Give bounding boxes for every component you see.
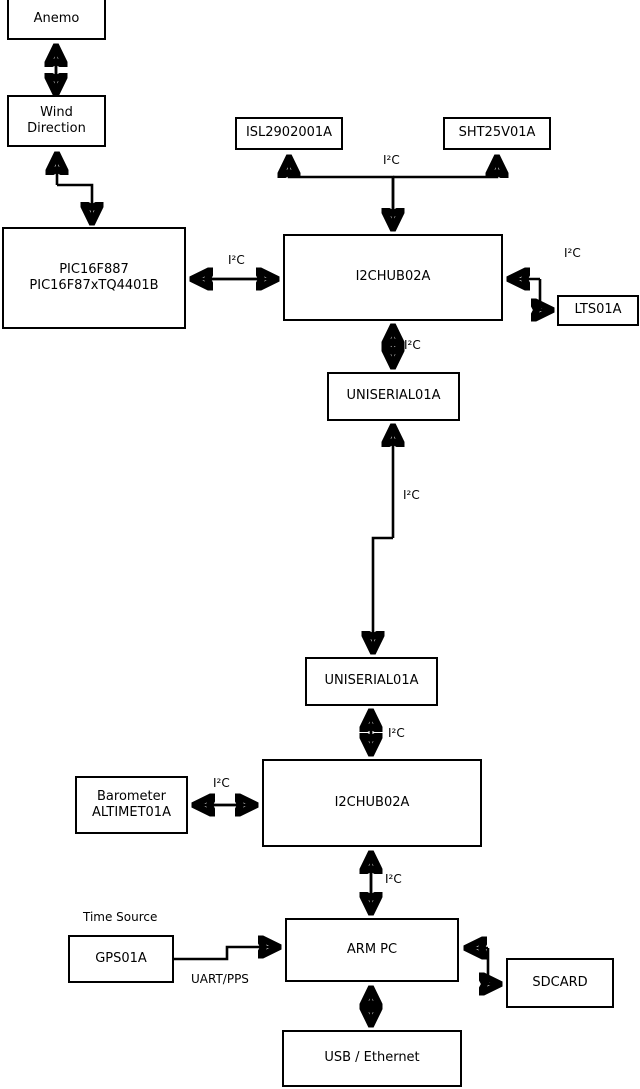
wire-wind-pic: [57, 155, 92, 222]
node-i2chub02a-top[interactable]: I2CHUB02A: [283, 234, 503, 321]
node-pic-microcontroller[interactable]: PIC16F887 PIC16F87xTQ4401B: [2, 227, 186, 329]
node-wind-direction[interactable]: Wind Direction: [7, 95, 106, 147]
edge-label-gps-to-armpc: UART/PPS: [191, 972, 249, 986]
wire-uniserial-link: [373, 427, 393, 651]
edge-label-hub-to-uniserial-top: I²C: [404, 338, 421, 352]
node-anemo[interactable]: Anemo: [7, 0, 106, 40]
node-lts01a[interactable]: LTS01A: [557, 295, 639, 326]
edge-label-uniserial-to-hub-bottom: I²C: [388, 726, 405, 740]
node-sht25v01a[interactable]: SHT25V01A: [443, 117, 551, 150]
node-barometer-altimet01a[interactable]: Barometer ALTIMET01A: [75, 776, 188, 834]
edge-label-hub-to-lts: I²C: [564, 246, 581, 260]
node-sdcard[interactable]: SDCARD: [506, 958, 614, 1008]
wire-hub-sensors: [289, 158, 497, 228]
edge-label-pic-to-hub: I²C: [228, 253, 245, 267]
edge-label-hub-to-armpc: I²C: [385, 872, 402, 886]
edge-label-uniserial-link: I²C: [403, 488, 420, 502]
wire-hub-lts: [510, 279, 551, 310]
node-arm-pc[interactable]: ARM PC: [285, 918, 459, 982]
node-uniserial01a-top[interactable]: UNISERIAL01A: [327, 372, 460, 421]
label-time-source: Time Source: [83, 910, 158, 924]
edge-label-barometer-to-hub: I²C: [213, 776, 230, 790]
node-i2chub02a-bottom[interactable]: I2CHUB02A: [262, 759, 482, 847]
edge-label-sensors-to-hub: I²C: [383, 153, 400, 167]
node-gps01a[interactable]: GPS01A: [68, 935, 174, 983]
node-usb-ethernet[interactable]: USB / Ethernet: [282, 1030, 462, 1087]
wire-armpc-sdcard: [467, 948, 499, 984]
node-isl2902001a[interactable]: ISL2902001A: [235, 117, 343, 150]
wire-gps-armpc: [173, 947, 278, 961]
node-uniserial01a-bottom[interactable]: UNISERIAL01A: [305, 657, 438, 706]
